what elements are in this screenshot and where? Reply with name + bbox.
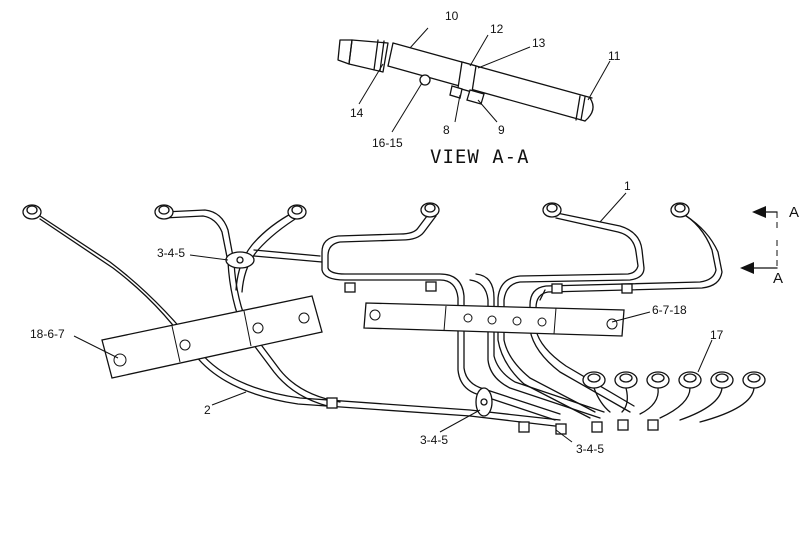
callout-18-6-7: 18-6-7 — [30, 327, 65, 341]
callout-6-7-18: 6-7-18 — [652, 303, 687, 317]
callout-1: 1 — [624, 179, 631, 193]
section-letter-top: A — [789, 204, 799, 221]
bracket-right — [363, 302, 625, 337]
callout-8: 8 — [443, 123, 450, 137]
callout-leaders — [73, 192, 713, 443]
nozzle-assembly — [337, 39, 594, 122]
section-marker: A A — [740, 204, 799, 287]
section-letter-bottom: A — [773, 270, 783, 287]
top-nuts — [22, 202, 690, 220]
callout-3-4-5-top: 3-4-5 — [157, 246, 185, 260]
callout-11: 11 — [608, 49, 621, 63]
callout-17: 17 — [710, 328, 724, 342]
clamps — [225, 251, 493, 417]
callout-3-4-5-mid: 3-4-5 — [420, 433, 448, 447]
callout-16-15: 16-15 — [372, 136, 403, 150]
bracket-left — [101, 295, 323, 379]
lower-connectors — [582, 371, 766, 423]
callout-13: 13 — [532, 36, 546, 50]
callout-10: 10 — [445, 9, 459, 23]
callout-12: 12 — [490, 22, 504, 36]
callout-14: 14 — [350, 106, 364, 120]
view-a-a-detail: 10 12 13 11 14 16-15 8 9 VIEW A-A — [337, 9, 621, 168]
callout-9: 9 — [498, 123, 505, 137]
line-fittings — [326, 281, 659, 435]
callout-3-4-5-bottom: 3-4-5 — [576, 442, 604, 456]
callout-2: 2 — [204, 403, 211, 417]
view-title: VIEW A-A — [430, 146, 530, 168]
